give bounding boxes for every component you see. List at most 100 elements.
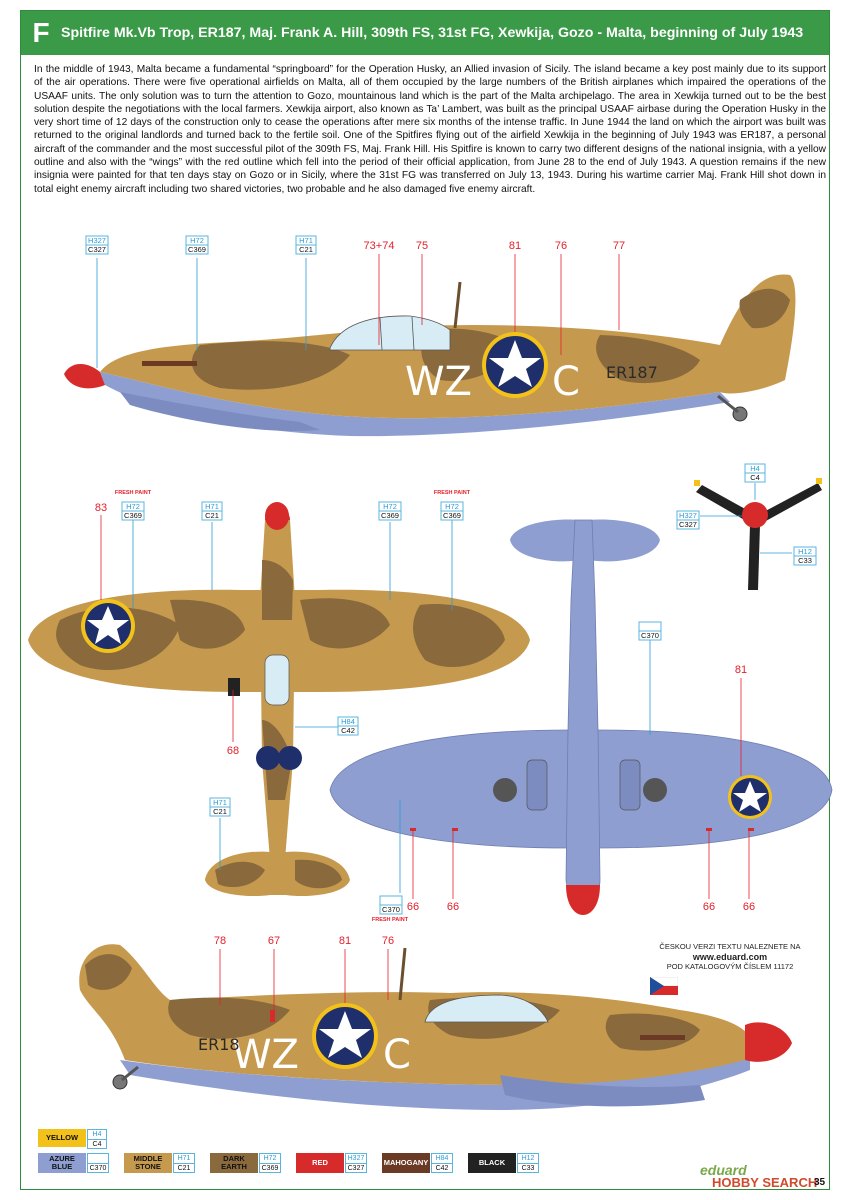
callout-76: 76 bbox=[555, 240, 567, 252]
code-h327-c327-b: H327 C327 bbox=[676, 510, 700, 530]
legend-c-black: C33 bbox=[521, 1165, 535, 1172]
legend-swatch-mahogany: MAHOGANY bbox=[382, 1153, 430, 1173]
code-h71-c21-b: H71 C21 bbox=[201, 501, 223, 521]
callout-83: 83 bbox=[95, 502, 107, 514]
code-c370-b: C370 bbox=[379, 895, 403, 915]
side-view-right: WZ C ER18 bbox=[79, 944, 792, 1110]
code-letters-left-2: WZ bbox=[232, 1032, 299, 1078]
callouts-side-bottom: 78 67 81 76 bbox=[214, 935, 394, 1010]
code-h72-c369-c: H72 C369 bbox=[378, 501, 402, 521]
side-view-left: WZ C ER187 bbox=[64, 274, 796, 437]
scheme-letter: F bbox=[32, 17, 50, 48]
code-h4-c4: H4 C4 bbox=[744, 463, 766, 483]
legend-h-mahogany: H84 bbox=[432, 1154, 452, 1164]
code-h71-c21-a: H71 C21 bbox=[295, 235, 317, 255]
legend-c-red: C327 bbox=[347, 1165, 365, 1172]
legend-code-azure-blue: C370 bbox=[87, 1153, 109, 1173]
code-c370-a: C370 bbox=[638, 621, 662, 641]
code-h72-c369-b: H72 C369 bbox=[121, 501, 145, 521]
svg-text:C327: C327 bbox=[88, 245, 106, 254]
legend-h-dark-earth: H72 bbox=[260, 1154, 280, 1164]
svg-text:H327: H327 bbox=[88, 236, 106, 245]
svg-text:C4: C4 bbox=[750, 473, 760, 482]
callout-66-c: 66 bbox=[703, 901, 715, 913]
code-h327-c327-a: H327 C327 bbox=[85, 235, 109, 255]
legend-swatch-black: BLACK bbox=[468, 1153, 516, 1173]
eduard-logo: eduard bbox=[700, 1162, 747, 1178]
svg-text:C369: C369 bbox=[124, 511, 142, 520]
propeller-view bbox=[694, 478, 822, 590]
legend-swatch-red: RED bbox=[296, 1153, 344, 1173]
svg-text:H71: H71 bbox=[205, 502, 219, 511]
history-text: In the middle of 1943, Malta became a fu… bbox=[34, 64, 826, 195]
czech-version-note: ČESKOU VERZI TEXTU NALEZNETE NA www.edua… bbox=[650, 942, 810, 972]
code-h72-c369-d: H72 C369 bbox=[440, 501, 464, 521]
callout-77: 77 bbox=[613, 240, 625, 252]
header-bar: F Spitfire Mk.Vb Trop, ER187, Maj. Frank… bbox=[21, 11, 829, 55]
callouts-plan-top: 83 68 FRESH PAINT FRESH PAINT bbox=[95, 490, 471, 870]
fresh-paint-label-2: FRESH PAINT bbox=[434, 490, 471, 496]
serial-number-2: ER18 bbox=[198, 1035, 240, 1054]
callout-81-underside: 81 bbox=[735, 664, 747, 676]
czech-flag-icon bbox=[650, 977, 678, 995]
underside-view bbox=[329, 519, 833, 915]
svg-text:C21: C21 bbox=[299, 245, 313, 254]
paint-code-boxes: H327 C327 H72 C369 H71 C21 H72 C369 bbox=[85, 235, 817, 915]
callout-66-d: 66 bbox=[743, 901, 755, 913]
legend-swatch-middle-stone: MIDDLE STONE bbox=[124, 1153, 172, 1173]
serial-number: ER187 bbox=[606, 363, 658, 382]
svg-text:H72: H72 bbox=[190, 236, 204, 245]
code-h84-c42: H84 C42 bbox=[337, 716, 359, 736]
czech-url[interactable]: www.eduard.com bbox=[692, 952, 768, 962]
code-h72-c369-a: H72 C369 bbox=[185, 235, 209, 255]
svg-text:C370: C370 bbox=[382, 905, 400, 914]
legend-c-dark-earth: C369 bbox=[261, 1165, 279, 1172]
page-number: 35 bbox=[814, 1177, 826, 1188]
svg-text:H72: H72 bbox=[126, 502, 140, 511]
callout-66-b: 66 bbox=[447, 901, 459, 913]
svg-text:C370: C370 bbox=[641, 631, 659, 640]
legend-label-yellow: YELLOW bbox=[45, 1133, 79, 1142]
legend-c-azure-blue: C370 bbox=[89, 1165, 107, 1172]
callout-73-74: 73+74 bbox=[364, 240, 395, 252]
legend-h-azure-blue bbox=[88, 1154, 108, 1164]
legend-swatch-yellow: YELLOW bbox=[38, 1129, 86, 1147]
legend-c-yellow: C4 bbox=[92, 1141, 102, 1148]
svg-text:C369: C369 bbox=[443, 511, 461, 520]
callout-78: 78 bbox=[214, 935, 226, 947]
legend-code-yellow: H4 C4 bbox=[87, 1129, 107, 1149]
callout-67: 67 bbox=[268, 935, 280, 947]
svg-text:C21: C21 bbox=[205, 511, 219, 520]
svg-text:C33: C33 bbox=[798, 556, 812, 565]
top-plan-view bbox=[28, 502, 530, 897]
callout-68: 68 bbox=[227, 745, 239, 757]
svg-text:C369: C369 bbox=[188, 245, 206, 254]
callout-76-side: 76 bbox=[382, 935, 394, 947]
czech-line-1: ČESKOU VERZI TEXTU NALEZNETE NA bbox=[659, 942, 801, 951]
callout-66-a: 66 bbox=[407, 901, 419, 913]
hobby-search-watermark: HOBBY SEARCH bbox=[712, 1175, 818, 1190]
page-border bbox=[20, 10, 830, 1190]
legend-c-mahogany: C42 bbox=[435, 1165, 449, 1172]
callouts-side-top: 73+74 75 81 76 77 bbox=[96, 240, 625, 368]
svg-text:C369: C369 bbox=[381, 511, 399, 520]
scheme-title: Spitfire Mk.Vb Trop, ER187, Maj. Frank A… bbox=[61, 25, 804, 41]
code-h71-c21-c: H71 C21 bbox=[209, 797, 231, 817]
svg-text:H72: H72 bbox=[383, 502, 397, 511]
svg-text:H71: H71 bbox=[299, 236, 313, 245]
svg-text:C42: C42 bbox=[341, 726, 355, 735]
legend-h-black: H12 bbox=[518, 1154, 538, 1164]
svg-text:H72: H72 bbox=[445, 502, 459, 511]
code-letter-right: C bbox=[552, 359, 580, 405]
svg-text:H71: H71 bbox=[213, 798, 227, 807]
svg-text:C327: C327 bbox=[679, 520, 697, 529]
czech-line-3: POD KATALOGOVÝM ČÍSLEM 11172 bbox=[666, 962, 794, 971]
legend-h-red: H327 bbox=[346, 1155, 366, 1164]
